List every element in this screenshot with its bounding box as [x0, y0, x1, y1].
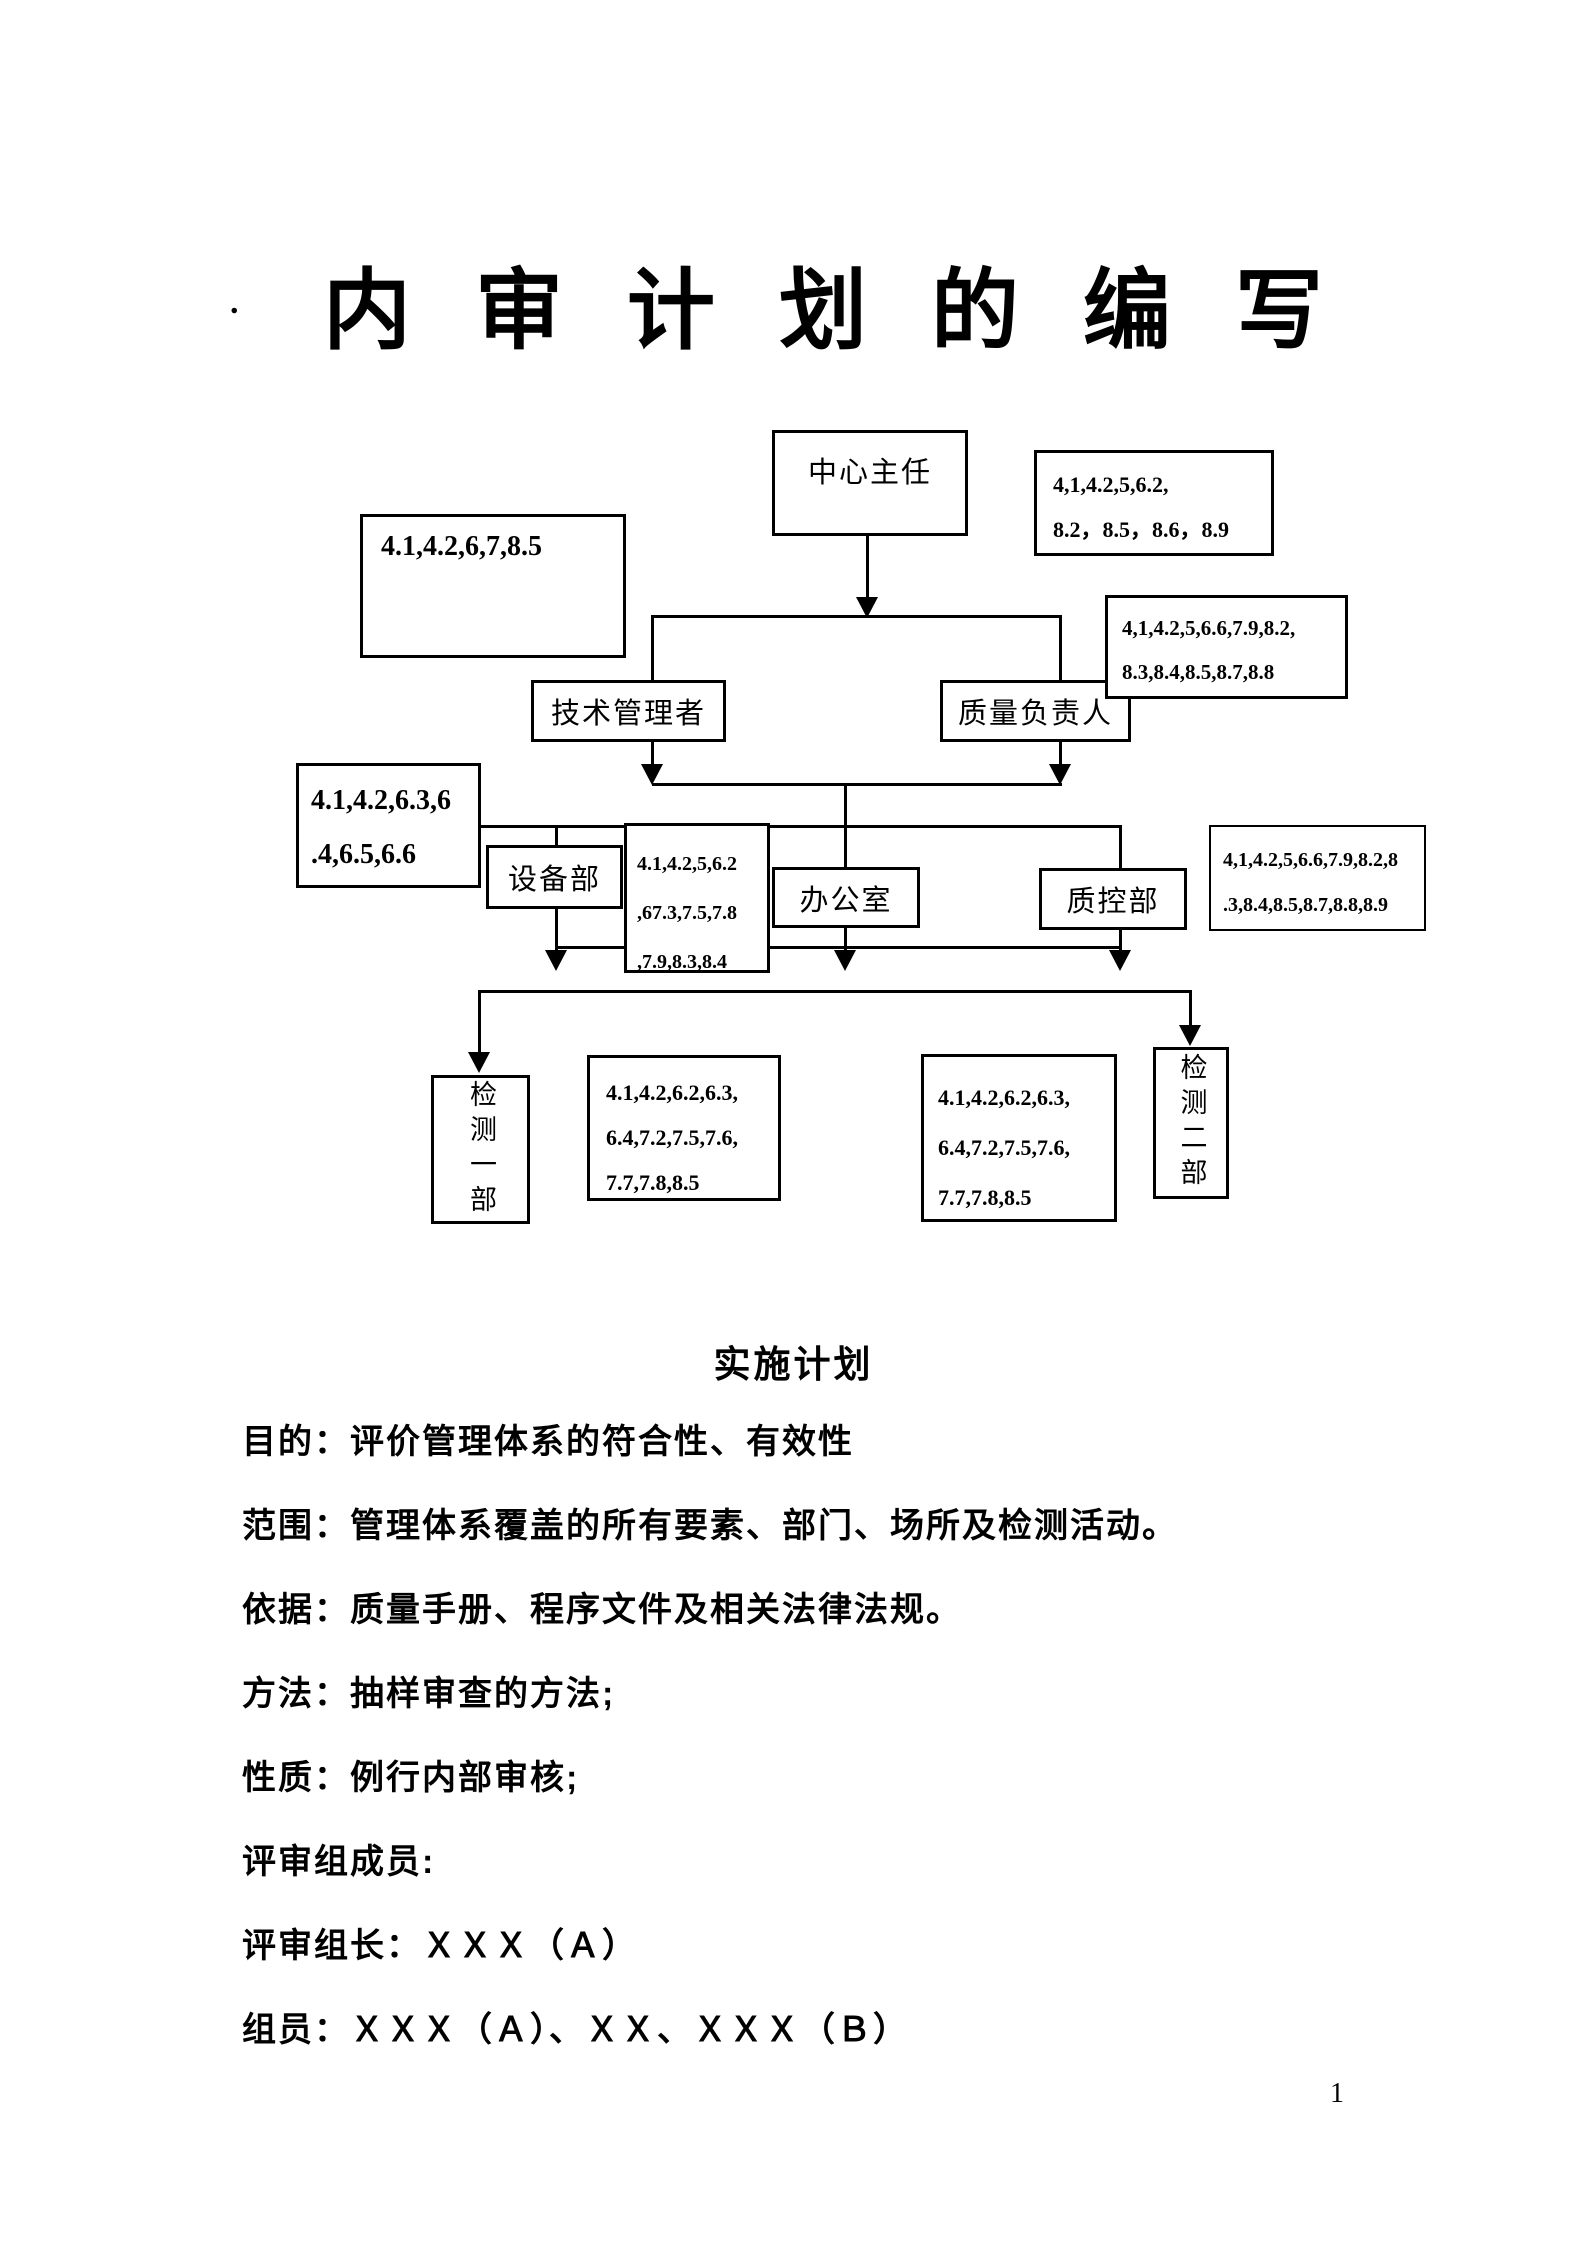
annotation-box-mid-left-clauses: 4.1,4.2,6.3,6 .4,6.5,6.6 — [296, 763, 481, 888]
connector-line — [478, 990, 481, 1054]
annotation-line: 4.1,4.2,6.3,6 — [311, 785, 451, 816]
page-number: 1 — [1330, 2078, 1344, 2109]
connector-line — [555, 825, 558, 848]
connector-line — [651, 741, 654, 767]
arrow-down-icon — [856, 597, 878, 618]
node-tech-manager: 技术管理者 — [531, 680, 726, 742]
plan-line-members: 组员：ＸＸＸ（Ａ）、ＸＸ、ＸＸＸ（Ｂ） — [242, 2011, 909, 2049]
node-qc-dept: 质控部 — [1039, 868, 1187, 930]
annotation-box-managers-clauses: 4,1,4.2,5,6.6,7.9,8.2, 8.3,8.4,8.5,8.7,8… — [1105, 595, 1348, 699]
node-label: 质量负责人 — [957, 698, 1113, 730]
annotation-line: 7.7,7.8,8.5 — [938, 1185, 1032, 1210]
connector-line — [555, 906, 558, 952]
connector-line — [844, 926, 847, 952]
plan-line-purpose: 目的：评价管理体系的符合性、有效性 — [242, 1423, 854, 1461]
annotation-line: 7.7,7.8,8.5 — [606, 1170, 700, 1195]
node-office: 办公室 — [772, 867, 920, 928]
annotation-box-top-left-clauses: 4.1,4.2,6,7,8.5 — [360, 514, 626, 658]
annotation-line: 8.3,8.4,8.5,8.7,8.8 — [1122, 660, 1275, 684]
arrow-down-icon — [641, 764, 663, 785]
arrow-down-icon — [1179, 1025, 1201, 1046]
arrow-down-icon — [468, 1052, 490, 1073]
plan-line-basis: 依据：质量手册、程序文件及相关法律法规。 — [242, 1591, 962, 1629]
node-label: 质控部 — [1066, 886, 1160, 918]
arrow-down-icon — [545, 950, 567, 971]
connector-line — [479, 825, 1122, 828]
annotation-line: 4,1,4.2,5,6.6,7.9,8.2,8 — [1223, 849, 1398, 871]
plan-line-leader: 评审组长：ＸＸＸ（Ａ） — [242, 1927, 638, 1965]
node-label: 检测一部 — [466, 1079, 496, 1220]
annotation-line: 4,1,4.2,5,6.2, — [1053, 472, 1169, 497]
plan-line-method: 方法：抽样审查的方法; — [242, 1675, 616, 1713]
annotation-line: 8.2，8.5，8.6，8.9 — [1053, 517, 1230, 542]
connector-line — [1119, 825, 1122, 870]
node-label: 中心主任 — [807, 457, 932, 489]
arrow-down-icon — [1049, 764, 1071, 785]
node-equipment-dept: 设备部 — [486, 845, 623, 909]
node-label: 检测二部 — [1176, 1053, 1207, 1193]
annotation-box-testing1-clauses: 4.1,4.2,6.2,6.3, 6.4,7.2,7.5,7.6, 7.7,7.… — [587, 1055, 781, 1201]
connector-line — [1059, 615, 1062, 682]
annotation-line: ,67.3,7.5,7.8 — [637, 902, 737, 924]
node-label: 办公室 — [799, 884, 893, 917]
annotation-box-director-clauses: 4,1,4.2,5,6.2, 8.2，8.5，8.6，8.9 — [1034, 450, 1274, 556]
annotation-line: 4.1,4.2,6,7,8.5 — [381, 531, 542, 562]
connector-line — [1119, 928, 1122, 952]
connector-line — [652, 783, 1062, 786]
plan-line-nature: 性质：例行内部审核; — [242, 1759, 580, 1797]
connector-line — [1189, 990, 1192, 1028]
node-label: 技术管理者 — [550, 698, 706, 730]
annotation-line: 6.4,7.2,7.5,7.6, — [606, 1125, 738, 1150]
page-title: 内审计划的编写 — [323, 264, 1388, 361]
annotation-line: .4,6.5,6.6 — [311, 839, 416, 870]
plan-line-scope: 范围：管理体系覆盖的所有要素、部门、场所及检测活动。 — [242, 1507, 1178, 1545]
annotation-line: 6.4,7.2,7.5,7.6, — [938, 1135, 1070, 1160]
connector-line — [478, 990, 1192, 993]
annotation-box-equipment-clauses: 4.1,4.2,5,6.2 ,67.3,7.5,7.8 ,7.9,8.3,8.4 — [624, 823, 770, 973]
connector-line — [555, 946, 1122, 949]
connector-line — [651, 615, 654, 682]
annotation-line: 4.1,4.2,6.2,6.3, — [938, 1085, 1070, 1110]
arrow-down-icon — [834, 950, 856, 971]
stray-dot: . — [230, 284, 239, 321]
node-quality-manager: 质量负责人 — [940, 680, 1131, 742]
section-heading: 实施计划 — [713, 1345, 874, 1386]
node-center-director: 中心主任 — [772, 430, 968, 536]
node-label: 设备部 — [507, 864, 601, 896]
annotation-line: 4,1,4.2,5,6.6,7.9,8.2, — [1122, 616, 1296, 640]
annotation-line: ,7.9,8.3,8.4 — [637, 951, 727, 973]
annotation-line: 4.1,4.2,6.2,6.3, — [606, 1080, 738, 1105]
connector-line — [652, 615, 1062, 618]
connector-line — [1059, 741, 1062, 767]
node-testing-dept-1: 检测一部 — [431, 1075, 530, 1224]
connector-line — [866, 535, 869, 601]
annotation-box-testing2-clauses: 4.1,4.2,6.2,6.3, 6.4,7.2,7.5,7.6, 7.7,7.… — [921, 1054, 1117, 1222]
annotation-line: 4.1,4.2,5,6.2 — [637, 853, 737, 875]
node-testing-dept-2: 检测二部 — [1153, 1047, 1229, 1199]
arrow-down-icon — [1109, 950, 1131, 971]
annotation-box-mid-right-clauses: 4,1,4.2,5,6.6,7.9,8.2,8 .3,8.4,8.5,8.7,8… — [1209, 825, 1426, 931]
annotation-line: .3,8.4,8.5,8.7,8.8,8.9 — [1223, 894, 1388, 916]
plan-line-team: 评审组成员: — [242, 1843, 436, 1881]
